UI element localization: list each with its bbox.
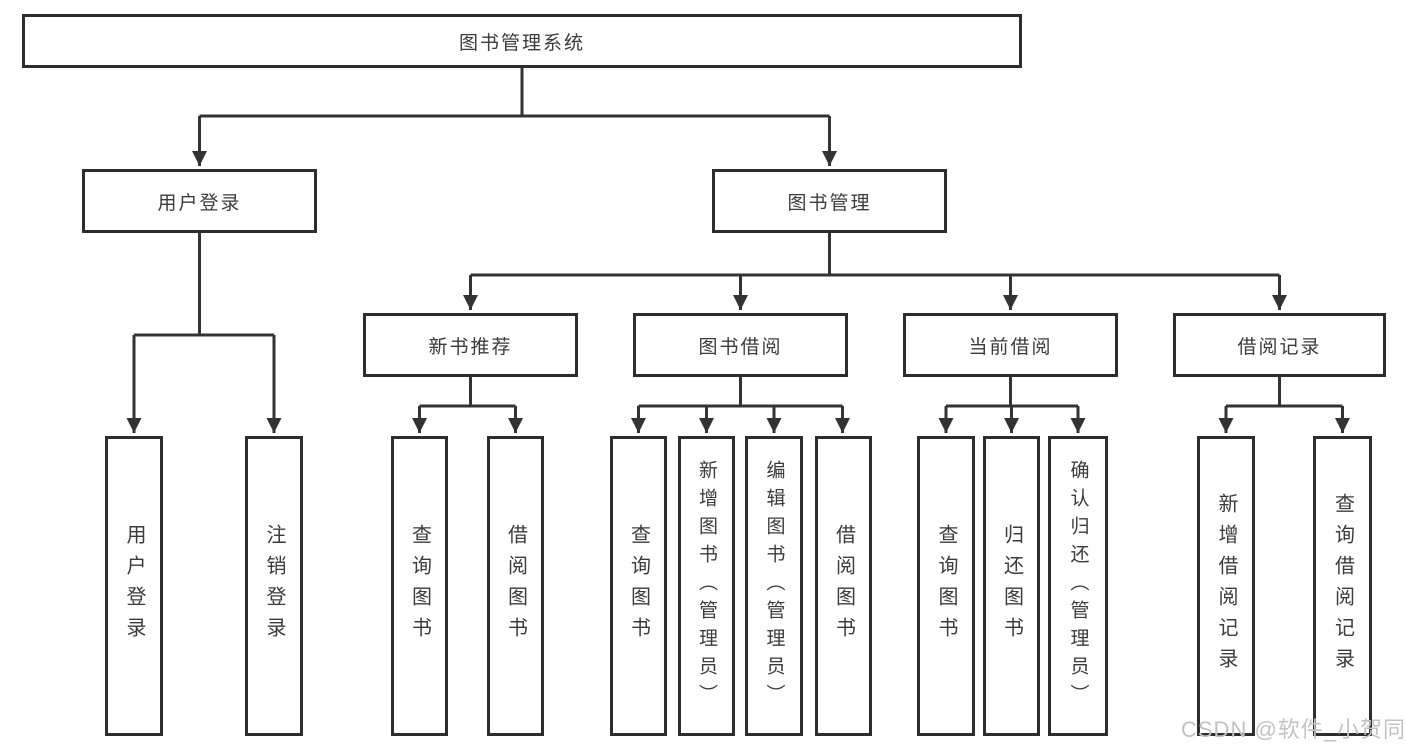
node-current-borrow: 当前借阅 [903, 313, 1118, 377]
node-book-management-label: 图书管理 [787, 192, 872, 214]
leaf-user-login: 用户登录 [105, 436, 163, 736]
node-book-management: 图书管理 [712, 169, 947, 233]
leaf-records-query-label: 查询借阅记录 [1331, 493, 1354, 679]
leaf-records-add-label: 新增借阅记录 [1215, 493, 1237, 679]
leaf-borrow-query-label: 查询图书 [627, 524, 650, 648]
leaf-current-return-label: 归还图书 [1000, 524, 1023, 648]
leaf-borrow-edit-admin-label: 编辑图书（管理员） [763, 460, 785, 712]
leaf-logout-label: 注销登录 [263, 524, 285, 648]
leaf-newbook-query-label: 查询图书 [408, 524, 431, 648]
node-new-book-recommend: 新书推荐 [363, 313, 578, 377]
node-borrow-records: 借阅记录 [1173, 313, 1386, 377]
node-book-borrow: 图书借阅 [633, 313, 848, 377]
leaf-borrow-edit-admin: 编辑图书（管理员） [745, 436, 803, 736]
leaf-borrow-query: 查询图书 [610, 436, 667, 736]
leaf-newbook-borrow: 借阅图书 [487, 436, 544, 736]
node-current-borrow-label: 当前借阅 [968, 336, 1053, 358]
leaf-current-confirm-admin: 确认归还（管理员） [1048, 436, 1108, 736]
node-user-login-label: 用户登录 [157, 192, 242, 214]
leaf-borrow-borrow-label: 借阅图书 [832, 524, 855, 648]
node-root: 图书管理系统 [22, 14, 1022, 68]
leaf-current-query-label: 查询图书 [935, 524, 957, 648]
leaf-borrow-add-admin: 新增图书（管理员） [678, 436, 735, 736]
leaf-current-return: 归还图书 [983, 436, 1040, 736]
node-user-login: 用户登录 [82, 169, 317, 233]
leaf-current-query: 查询图书 [917, 436, 975, 736]
csdn-watermark: CSDN @软件_小贺同学 [1181, 717, 1405, 742]
node-root-label: 图书管理系统 [458, 32, 585, 54]
leaf-current-confirm-admin-label: 确认归还（管理员） [1067, 460, 1089, 712]
node-book-borrow-label: 图书借阅 [698, 336, 783, 358]
node-borrow-records-label: 借阅记录 [1237, 336, 1322, 358]
leaf-records-query: 查询借阅记录 [1313, 436, 1372, 736]
node-new-book-recommend-label: 新书推荐 [428, 336, 513, 358]
leaf-newbook-query: 查询图书 [391, 436, 448, 736]
leaf-borrow-add-admin-label: 新增图书（管理员） [696, 460, 717, 712]
leaf-newbook-borrow-label: 借阅图书 [504, 524, 527, 648]
leaf-records-add: 新增借阅记录 [1197, 436, 1255, 736]
leaf-user-login-label: 用户登录 [123, 524, 145, 648]
leaf-logout: 注销登录 [245, 436, 303, 736]
leaf-borrow-borrow: 借阅图书 [815, 436, 872, 736]
